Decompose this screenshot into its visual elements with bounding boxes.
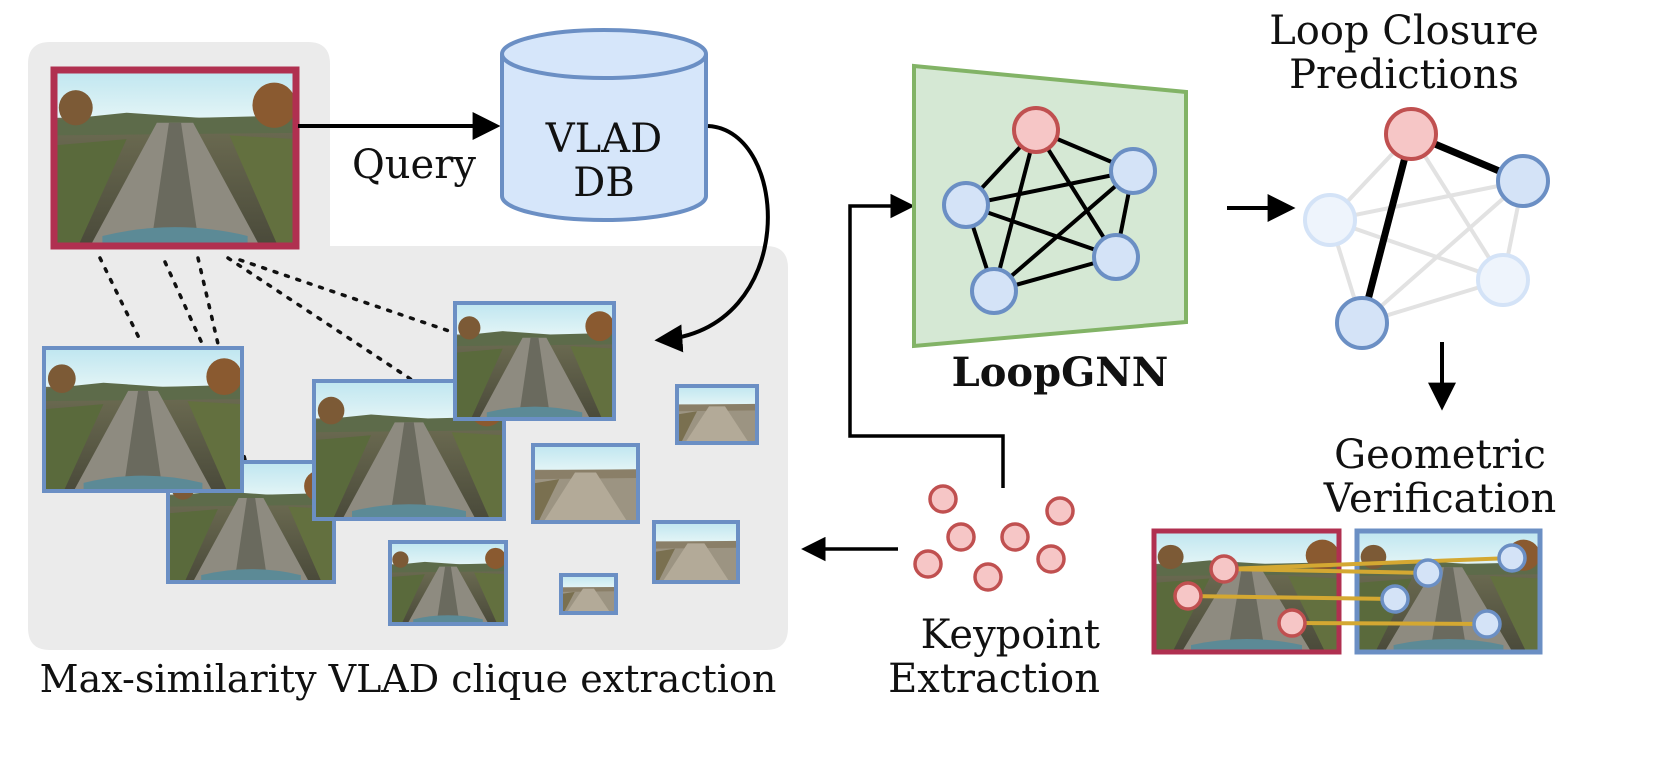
keypoint — [1045, 496, 1075, 526]
vlad-db-label-line2: DB — [573, 160, 635, 206]
keypoint — [913, 549, 943, 579]
keypoint-cluster — [913, 484, 1075, 592]
predictions-title-line2: Predictions — [1289, 52, 1519, 98]
gnn-node — [942, 181, 990, 229]
gnn-node — [1092, 233, 1140, 281]
retrieved-image — [453, 301, 616, 421]
clique-caption: Max-similarity VLAD clique extraction — [39, 657, 777, 701]
retrieved-image — [531, 443, 640, 524]
prediction-node-faint — [1476, 253, 1530, 307]
keypoint — [1000, 522, 1030, 552]
keypoint — [946, 522, 976, 552]
retrieved-image — [42, 346, 244, 493]
prediction-node-query — [1384, 107, 1438, 161]
verification-title-line1: Geometric — [1334, 432, 1546, 478]
keypoint — [1036, 544, 1066, 574]
keypoint-title-line1: Keypoint — [920, 612, 1100, 658]
db-to-clique-arrow — [654, 124, 770, 353]
gnn-node — [970, 267, 1018, 315]
vlad-db-cylinder — [500, 28, 708, 222]
retrieved-image — [675, 384, 759, 445]
retrieved-image — [559, 573, 618, 615]
verification-title-line2: Verification — [1323, 476, 1557, 522]
keypoint — [973, 562, 1003, 592]
gnn-node — [1109, 147, 1157, 195]
gnn-graph-nodes — [942, 106, 1157, 315]
query-label: Query — [352, 142, 476, 188]
gnn-node-query — [1012, 106, 1060, 154]
predictions-title-line1: Loop Closure — [1269, 8, 1539, 54]
verification-query-image — [1151, 528, 1342, 655]
query-image — [50, 66, 300, 250]
retrieved-image — [388, 540, 508, 626]
prediction-node — [1335, 296, 1389, 350]
clique-dotted-links — [98, 256, 454, 462]
retrieved-image — [312, 379, 506, 521]
keypoint-to-gnn-arrow — [848, 193, 1005, 488]
prediction-node — [1496, 154, 1550, 208]
retrieved-image — [652, 520, 740, 584]
loopgnn-label: LoopGNN — [951, 349, 1169, 396]
keypoint-title-line2: Extraction — [888, 656, 1100, 702]
retrieved-image — [166, 460, 336, 584]
prediction-node-faint — [1303, 193, 1357, 247]
verification-keypoints — [1173, 543, 1527, 639]
keypoint — [928, 484, 958, 514]
keypoint-match-lines — [1187, 556, 1513, 626]
vlad-db-label-line1: VLAD — [545, 116, 663, 162]
verification-match-image — [1354, 528, 1543, 655]
prediction-graph-nodes — [1303, 107, 1550, 350]
